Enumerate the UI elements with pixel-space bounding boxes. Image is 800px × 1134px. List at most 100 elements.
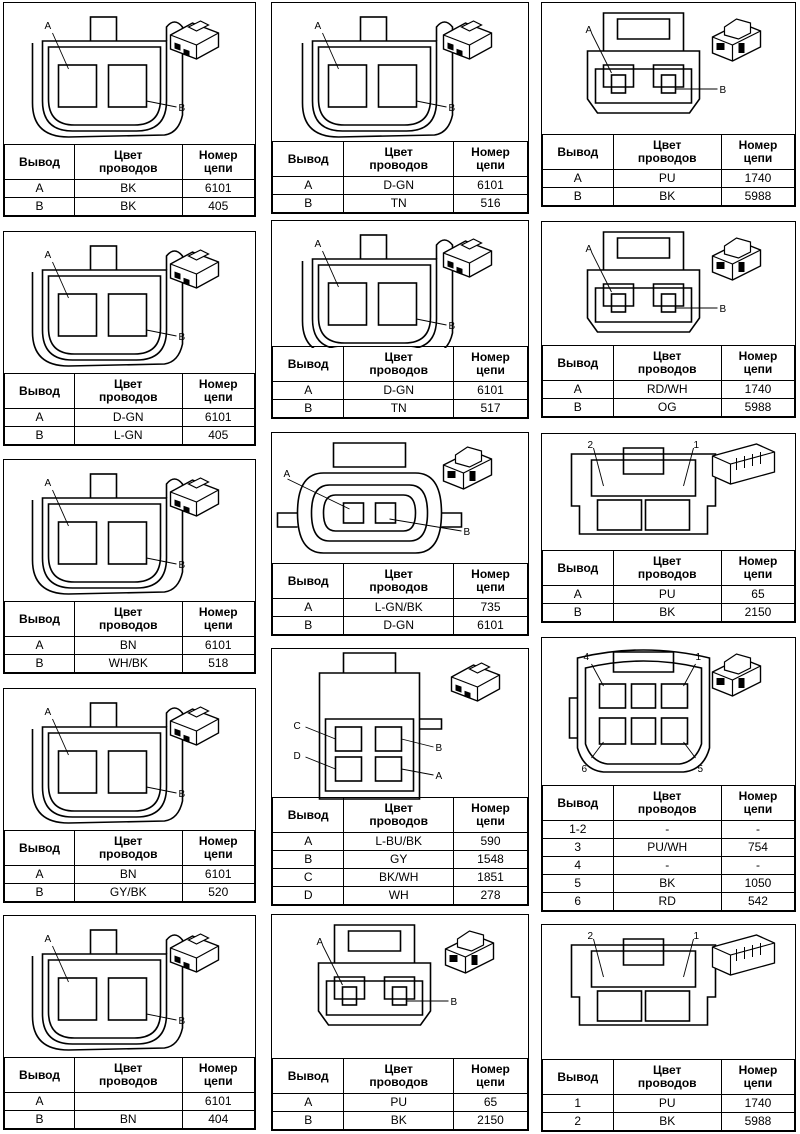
table-header-row: Вывод Цвет проводов Номер цепи [4,830,255,866]
connector-photo-icon [711,18,762,62]
pin-cell: B [271,850,345,869]
pin-cell: B [4,654,75,673]
circuit-number-cell: - [720,820,796,839]
pin-cell: A [542,380,614,399]
circuit-number-cell: 5988 [720,398,796,417]
table-row: A L-GN/BK 735 [271,598,528,617]
pin-cell: A [542,169,614,188]
connector-card: A B Вывод Цвет проводов Номер цепи A BK … [3,2,256,217]
connector-card: A B Вывод Цвет проводов Номер цепи A RD/… [541,221,796,418]
table-row: B L-GN 405 [4,426,255,445]
connector-card: A B Вывод Цвет проводов Номер цепи A BN … [3,688,256,903]
circuit-number-cell: 404 [181,1110,255,1129]
pinout-table: Вывод Цвет проводов Номер цепи A L-BU/BK… [271,797,528,905]
table-row: B WH/BK 518 [4,654,255,673]
pin-cell: 6 [542,892,614,911]
table-header-row: Вывод Цвет проводов Номер цепи [542,1059,796,1095]
pin-label: B [179,103,186,114]
header-pin: Вывод [542,550,614,586]
table-row: 1 PU 1740 [542,1094,796,1113]
wire-color-cell: BK [612,1112,722,1131]
circuit-number-cell: 6101 [181,408,255,427]
table-row: A BN 6101 [4,636,255,655]
circuit-number-cell: 405 [181,197,255,216]
circuit-number-cell: 1548 [453,850,528,869]
pin-cell: 2 [542,1112,614,1131]
wire-color-cell: WH/BK [74,654,183,673]
table-header-row: Вывод Цвет проводов Номер цепи [4,144,255,180]
header-circuit-number: Номер цепи [720,550,796,586]
pinout-table: Вывод Цвет проводов Номер цепи A PU 65 B… [542,550,796,622]
pin-label: B [451,997,458,1008]
table-row: A BK 6101 [4,179,255,198]
circuit-number-cell: 517 [453,399,528,418]
pin-label: B [449,103,456,114]
wire-color-cell: OG [612,398,722,417]
connector-card: A B Вывод Цвет проводов Номер цепи A BN … [3,459,256,674]
connector-diagram: A B [542,222,795,347]
connector-photo-icon [442,20,493,60]
wire-color-cell: BK/WH [343,868,455,887]
connector-photo-icon [711,653,762,697]
connector-drawing: A B [586,231,762,333]
pin-label: A [315,21,322,32]
circuit-number-cell: 405 [181,426,255,445]
table-row: B TN 516 [271,194,528,213]
header-circuit-number: Номер цепи [720,345,796,381]
pin-label: 1 [696,652,702,663]
pin-cell: A [4,179,75,198]
wire-color-cell: - [612,820,722,839]
wire-color-cell: BK [612,187,722,206]
header-circuit-number: Номер цепи [453,797,528,833]
circuit-number-cell: 2150 [453,1111,528,1130]
circuit-number-cell: 6101 [181,179,255,198]
header-pin: Вывод [4,373,75,409]
circuit-number-cell: 735 [453,598,528,617]
wire-color-cell: BN [74,636,183,655]
pin-label: A [586,25,593,36]
circuit-number-cell: 6101 [181,1092,255,1111]
pinout-table: Вывод Цвет проводов Номер цепи 1 PU 1740… [542,1059,796,1131]
wire-color-cell: WH [343,886,455,905]
pin-cell: 1 [542,1094,614,1113]
table-header-row: Вывод Цвет проводов Номер цепи [542,134,796,170]
pin-cell: B [542,398,614,417]
connector-face [31,245,184,367]
connector-drawing: A B [301,16,493,138]
pin-label: C [294,721,301,732]
circuit-number-cell: 1740 [720,380,796,399]
wire-color-cell: BK [74,179,183,198]
pin-label: A [45,21,52,32]
table-row: A L-BU/BK 590 [271,832,528,851]
connector-card: 4 1 6 5 Вывод Цвет проводов Номер цепи 1… [541,637,796,912]
table-row: A BN 6101 [4,865,255,884]
circuit-number-cell: 5988 [720,187,796,206]
pin-cell: A [4,1092,75,1111]
wire-color-cell: BK [74,197,183,216]
table-row: A PU 65 [542,585,796,604]
pin-label: 5 [698,764,704,775]
circuit-number-cell: 65 [453,1093,528,1112]
header-pin: Вывод [271,563,345,599]
wire-color-cell: PU/WH [612,838,722,857]
connector-diagram: B C D A [272,649,528,801]
pinout-table: Вывод Цвет проводов Номер цепи A D-GN 61… [4,373,255,445]
wire-color-cell: GY [343,850,455,869]
circuit-number-cell: 6101 [453,381,528,400]
connector-face [31,16,184,138]
header-circuit-number: Номер цепи [453,141,528,177]
pin-label: B [436,743,443,754]
connector-drawing: A B [276,442,493,554]
header-circuit-number: Номер цепи [453,346,528,382]
pin-cell: B [4,426,75,445]
header-wire-color: Цвет проводов [343,346,455,382]
table-row: D WH 278 [271,886,528,905]
header-wire-color: Цвет проводов [74,144,183,180]
circuit-number-cell: 590 [453,832,528,851]
connector-face [586,231,718,333]
pin-cell: B [271,1111,345,1130]
pin-cell: A [271,176,345,195]
header-pin: Вывод [4,1057,75,1093]
header-wire-color: Цвет проводов [612,134,722,170]
pin-label: B [179,1016,186,1027]
